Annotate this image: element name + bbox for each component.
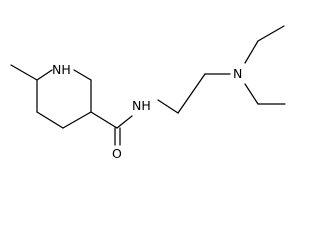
atom-carbonyl-o: O bbox=[112, 146, 122, 161]
bond-c2-n1 bbox=[73, 69, 92, 81]
bond-methyl-c6 bbox=[10, 64, 38, 81]
structure-canvas: NH NH N O bbox=[10, 25, 286, 161]
molecule-drawing: NH NH N O bbox=[10, 25, 286, 161]
bond-n-ethyl-upper-1 bbox=[244, 40, 259, 64]
bonds bbox=[10, 25, 286, 146]
bond-nh-ch2 bbox=[157, 99, 179, 114]
bond-n-ethyl-lower-1 bbox=[244, 83, 259, 105]
atom-amine-n: N bbox=[233, 66, 242, 81]
bond-c4-c3 bbox=[62, 111, 92, 129]
atom-amide-nh: NH bbox=[132, 98, 151, 113]
bond-c5-c4 bbox=[36, 111, 64, 129]
atom-labels: NH NH N O bbox=[52, 62, 242, 161]
bond-carbonyl-nh bbox=[116, 115, 133, 129]
atom-ring-nh: NH bbox=[52, 62, 71, 77]
bond-n-ethyl-upper-2 bbox=[257, 25, 285, 42]
bond-ch2-ch2 bbox=[177, 73, 206, 114]
bond-c2-carbonyl bbox=[90, 111, 118, 129]
bond-n1-c6 bbox=[36, 69, 53, 81]
